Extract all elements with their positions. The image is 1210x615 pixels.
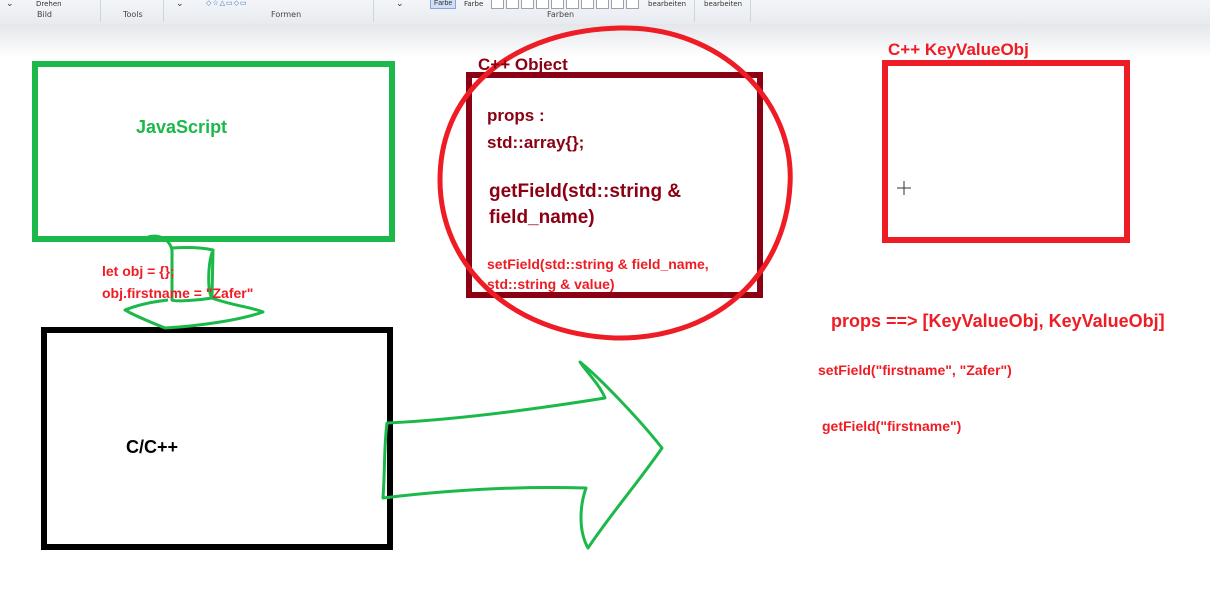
ribbon-separator [100,0,101,22]
chevron-down-icon[interactable]: ⌄ [396,0,404,8]
color-swatch[interactable] [596,0,609,9]
color-swatch[interactable] [506,0,519,9]
cpp-object-box [466,72,763,298]
cpp-box [41,327,393,550]
color2-button[interactable]: Farbe [464,0,484,8]
group-label-farben: Farben [547,10,575,19]
ribbon-separator [163,0,164,22]
color-swatch[interactable] [626,0,639,9]
setfield-line-2: std::string & value) [487,276,615,292]
color1-button[interactable]: Farbe [430,0,457,9]
getfield-line-2: field_name) [489,207,595,228]
color-swatch[interactable] [521,0,534,9]
group-label-tools: Tools [123,10,143,19]
edit-colors-button[interactable]: bearbeiten [648,0,687,8]
right-arrow [381,360,664,550]
highlight-circle [437,25,793,341]
ribbon-separator [694,0,695,22]
props-line-1: props : [487,106,545,125]
ribbon-separator [373,0,374,22]
keyvalue-title: C++ KeyValueObj [888,40,1029,59]
getfield-line-1: getField(std::string & [489,181,682,202]
color-swatch[interactable] [566,0,579,9]
down-arrow [123,234,265,330]
cpp-label: C/C++ [126,437,179,457]
javascript-label: JavaScript [136,117,228,137]
getfield-call: getField("firstname") [822,418,962,434]
shapes-gallery-icon[interactable]: ◇☆△▭◇▭ [206,0,248,7]
color-swatch[interactable] [611,0,624,9]
setfield-call: setField("firstname", "Zafer") [818,362,1012,378]
edit-with-paint3d-button[interactable]: bearbeiten [704,0,743,8]
color-swatch[interactable] [551,0,564,9]
group-label-bild: Bild [37,10,53,19]
chevron-down-icon[interactable]: ⌄ [176,0,184,8]
color-swatch[interactable] [536,0,549,9]
color-swatch[interactable] [581,0,594,9]
chevron-down-icon[interactable]: ⌄ [6,0,14,8]
setfield-line-1: setField(std::string & field_name, [487,256,709,272]
color-swatch[interactable] [491,0,504,9]
drehen-button[interactable]: Drehen [36,0,62,8]
group-label-formen: Formen [271,10,302,19]
javascript-box [32,61,395,242]
keyvalue-box [882,60,1130,243]
cpp-object-title: C++ Object [478,55,568,74]
js-code-line-1: let obj = {}; [102,263,175,279]
crosshair-cursor-icon [897,181,911,195]
ribbon-separator [750,0,751,22]
props-assignment: props ==> [KeyValueObj, KeyValueObj] [831,311,1165,331]
js-code-line-2: obj.firstname = "Zafer" [102,285,254,301]
props-line-2: std::array{}; [487,133,585,152]
